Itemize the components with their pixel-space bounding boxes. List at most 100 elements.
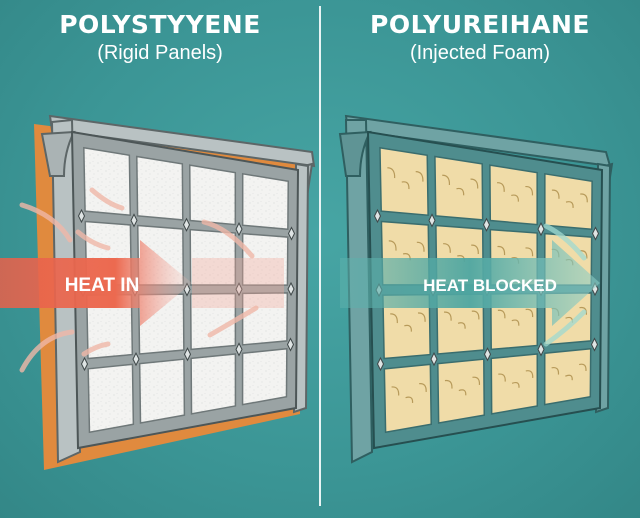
foam-panel bbox=[437, 358, 486, 424]
hinge bbox=[482, 217, 491, 232]
hinge bbox=[235, 282, 243, 297]
wavy-arrow-icon bbox=[75, 229, 111, 251]
wavy-arrow-icon bbox=[543, 223, 587, 261]
hinge bbox=[183, 347, 192, 362]
rigid-panel bbox=[190, 353, 237, 415]
rigid-panel bbox=[241, 347, 288, 406]
wavy-arrow-icon bbox=[543, 309, 587, 347]
hinge bbox=[428, 213, 436, 228]
foam-texture bbox=[415, 171, 424, 182]
foam-texture bbox=[579, 306, 587, 315]
foam-texture bbox=[457, 322, 466, 329]
rigid-panel bbox=[138, 358, 186, 424]
hinge bbox=[376, 356, 385, 372]
rigid-panel bbox=[241, 172, 290, 231]
foam-texture bbox=[511, 319, 520, 326]
hinge bbox=[235, 342, 243, 357]
foam-texture bbox=[401, 181, 410, 190]
right-panel-title: POLYUREIHANE bbox=[370, 10, 590, 39]
hinge bbox=[373, 208, 382, 224]
hinge bbox=[235, 222, 243, 237]
arrow-right-icon bbox=[340, 240, 600, 326]
foam-texture bbox=[497, 309, 506, 319]
foam-texture bbox=[390, 313, 398, 324]
foam-texture bbox=[471, 310, 480, 320]
rigid-panel bbox=[136, 155, 184, 221]
left-panel-title: POLYSTYYENE bbox=[59, 10, 261, 39]
right-panel-subtitle: (Injected Foam) bbox=[409, 42, 551, 64]
wavy-arrow-icon bbox=[89, 187, 125, 211]
hinge bbox=[77, 208, 86, 224]
rigid-panel bbox=[189, 292, 237, 351]
foam-texture bbox=[525, 370, 534, 378]
heat-trail bbox=[192, 258, 284, 308]
rigid-panel bbox=[241, 232, 289, 286]
foam-texture bbox=[497, 182, 505, 192]
foam-texture bbox=[565, 201, 574, 208]
foam-texture bbox=[525, 308, 534, 318]
left-panel-subtitle: (Rigid Panels) bbox=[97, 42, 223, 64]
hinge bbox=[590, 337, 599, 352]
hinge bbox=[483, 347, 492, 362]
foam-texture bbox=[525, 247, 534, 257]
foam-texture bbox=[416, 241, 425, 252]
foam-texture bbox=[442, 174, 451, 185]
rigid-panel bbox=[241, 292, 289, 346]
foam-texture bbox=[497, 245, 506, 256]
rigid-panel bbox=[189, 228, 237, 286]
foam-texture bbox=[551, 366, 560, 375]
hinge bbox=[430, 352, 438, 367]
foam-texture bbox=[391, 386, 400, 396]
foam-texture bbox=[471, 244, 479, 255]
foam-texture bbox=[578, 363, 587, 371]
foam-texture bbox=[525, 185, 534, 196]
foam-texture bbox=[511, 381, 520, 388]
wavy-heat-arrows bbox=[19, 187, 259, 373]
foam-panel bbox=[383, 363, 432, 434]
foam-texture bbox=[405, 396, 414, 403]
foam-texture bbox=[419, 383, 427, 392]
foam-texture bbox=[404, 324, 412, 332]
foam-texture bbox=[387, 167, 396, 179]
foam-texture bbox=[551, 189, 560, 199]
foam-panel bbox=[543, 347, 592, 406]
hinge bbox=[287, 281, 295, 297]
foam-texture bbox=[417, 312, 426, 322]
wavy-arrow-icon bbox=[19, 329, 75, 373]
heat-blocked-arrow: HEAT BLOCKED bbox=[340, 240, 600, 326]
heat-in-label: HEAT IN bbox=[65, 275, 140, 296]
hinge bbox=[287, 226, 296, 241]
foam-texture bbox=[472, 376, 481, 385]
hinge bbox=[591, 226, 600, 241]
foam-texture bbox=[443, 243, 451, 253]
wavy-arrow-icon bbox=[19, 202, 73, 243]
foam-texture bbox=[456, 187, 465, 196]
foam-texture bbox=[470, 178, 479, 189]
rigid-panel bbox=[188, 164, 237, 226]
foam-texture bbox=[511, 194, 519, 202]
rigid-panel bbox=[87, 363, 135, 434]
wavy-arrow-icon bbox=[207, 305, 259, 338]
wavy-arrow-icon bbox=[81, 341, 111, 357]
hinge bbox=[130, 213, 138, 228]
center-divider bbox=[319, 6, 321, 506]
heat-in-arrow: HEAT IN bbox=[0, 240, 284, 326]
hinge bbox=[132, 352, 140, 367]
hinge bbox=[537, 342, 545, 357]
foam-panel bbox=[490, 353, 539, 415]
wavy-arrow-icon bbox=[201, 219, 255, 259]
rigid-panel bbox=[83, 146, 132, 217]
arrow-right-icon bbox=[0, 240, 192, 326]
hinge bbox=[286, 337, 295, 352]
foam-texture bbox=[443, 311, 452, 321]
foam-texture bbox=[580, 193, 588, 203]
foam-texture bbox=[565, 374, 573, 381]
hinge bbox=[537, 222, 545, 237]
foam-texture bbox=[444, 379, 453, 389]
hinge bbox=[182, 217, 191, 232]
heat-blocked-label: HEAT BLOCKED bbox=[423, 276, 557, 295]
hinge bbox=[80, 356, 89, 372]
foam-texture bbox=[458, 389, 467, 396]
foam-texture bbox=[498, 373, 506, 382]
